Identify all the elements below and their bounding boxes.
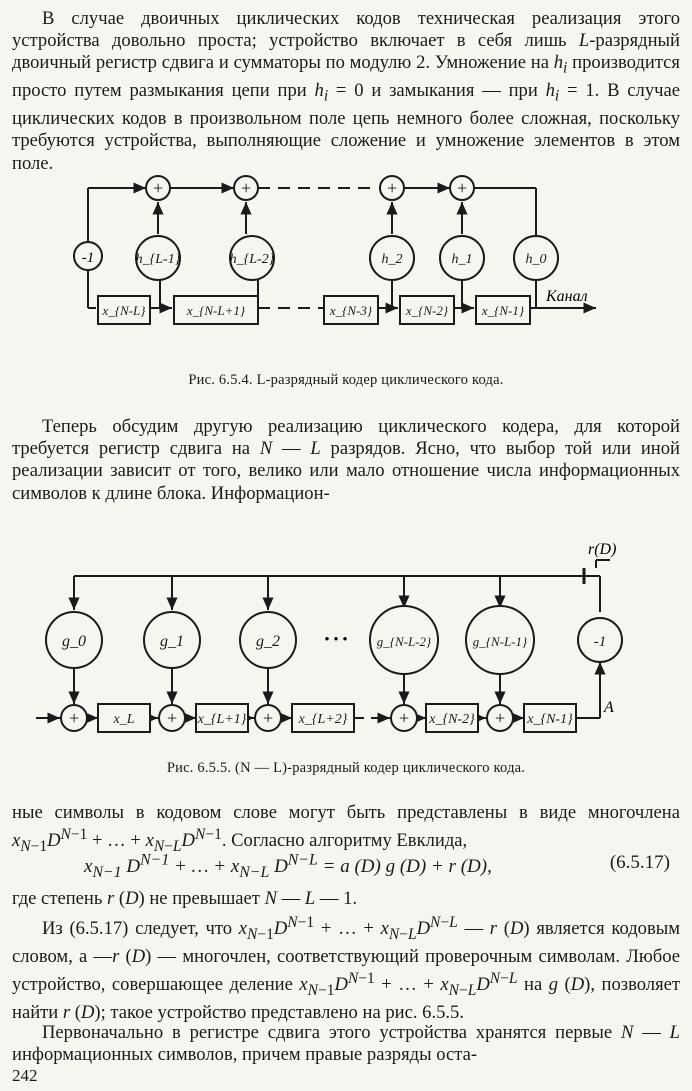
adder-gn-l-2-symbol: + <box>398 708 410 728</box>
multiplier-g-2-label: g_2 <box>256 633 280 650</box>
equation-number: (6.5.17) <box>609 852 670 873</box>
multiplier-h-l-2-label: h_{L-2} <box>230 252 275 267</box>
multiplier-h-l-1-label: h_{L-1} <box>136 252 181 267</box>
input-rd-label: r(D) <box>588 541 616 558</box>
multiplier-g-0 <box>45 611 103 669</box>
negation-node <box>73 241 103 271</box>
multiplier-g-n-l-2 <box>369 605 439 675</box>
register-x-l-1-label: x_{L+1} <box>197 712 247 727</box>
adder-2-symbol: + <box>240 178 252 198</box>
adder-g0 <box>60 704 88 732</box>
register-x-l-2-label: x_{L+2} <box>298 712 348 727</box>
adder-gn-l-2 <box>390 704 418 732</box>
figure-6-5-4-diagram: + + + + -1 h_{L-1} h_{L-2} h_2 h_1 h_0 x… <box>73 175 596 325</box>
adder-1 <box>145 175 171 201</box>
register-x-n-l-1-label: x_{N-L+1} <box>186 303 246 318</box>
multiplier-g-0-label: g_0 <box>62 633 86 650</box>
multiplier-h-1-label: h_1 <box>452 252 473 267</box>
multiplier-g-1 <box>143 611 201 669</box>
register-x-n-l-1 <box>173 295 259 325</box>
adder-1-symbol: + <box>152 178 164 198</box>
paragraph-2: Теперь обсудим другую реализацию цикличе… <box>12 416 681 504</box>
adder-g2-symbol: + <box>262 708 274 728</box>
register-x-n-2-b-label: x_{N-2} <box>428 712 475 727</box>
multiplier-h-1 <box>439 235 485 281</box>
negation-node-2 <box>577 617 623 663</box>
multiplier-h-2-label: h_2 <box>382 252 403 267</box>
multiplier-h-0 <box>513 235 559 281</box>
register-x-n-l <box>97 295 151 325</box>
negation-label-2: -1 <box>594 634 607 650</box>
multiplier-g-n-l-1 <box>465 605 535 675</box>
paragraph-1: В случае двоичных циклических кодов техн… <box>12 8 680 174</box>
adder-gn-l-1 <box>486 704 514 732</box>
register-x-n-2 <box>399 295 455 325</box>
paragraph-3: ные символы в кодовом слове могут быть п… <box>12 802 680 856</box>
register-x-n-1 <box>475 295 531 325</box>
register-x-n-1-b-label: x_{N-1} <box>526 712 573 727</box>
register-x-l-2 <box>291 703 355 733</box>
register-x-l-1 <box>195 703 249 733</box>
multiplier-h-l-1 <box>135 235 181 281</box>
adder-3-symbol: + <box>386 178 398 198</box>
multiplier-h-0-label: h_0 <box>526 252 547 267</box>
adder-g1 <box>158 704 186 732</box>
adder-4 <box>449 175 475 201</box>
multiplier-h-l-2 <box>229 235 275 281</box>
multiplier-g-1-label: g_1 <box>160 633 184 650</box>
register-x-n-3-label: x_{N-3} <box>329 303 373 318</box>
adder-g1-symbol: + <box>166 708 178 728</box>
multiplier-h-2 <box>369 235 415 281</box>
equation-6-5-17: xN−1 DN−1 + … + xN−L DN−L = a (D) g (D) … <box>84 852 678 882</box>
register-x-n-2-label: x_{N-2} <box>405 303 449 318</box>
register-x-n-1-b <box>523 703 577 733</box>
negation-label: -1 <box>82 250 95 266</box>
paragraph-5: Из (6.5.17) следует, что xN−1DN−1 + … + … <box>12 914 681 1024</box>
figure-6-5-5-caption: Рис. 6.5.5. (N — L)-разрядный кодер цикл… <box>166 760 526 776</box>
channel-output-label: Канал <box>545 288 588 305</box>
adder-gn-l-1-symbol: + <box>494 708 506 728</box>
register-x-n-2-b <box>425 703 479 733</box>
adder-g0-symbol: + <box>68 708 80 728</box>
register-x-l-label: x_L <box>113 712 135 727</box>
page-number: 242 <box>12 1066 38 1085</box>
register-x-n-3 <box>323 295 379 325</box>
ellipsis: • • • <box>324 632 347 648</box>
figure-6-5-4-caption: Рис. 6.5.4. L-разрядный кодер циклическо… <box>188 372 504 388</box>
adder-3 <box>379 175 405 201</box>
multiplier-g-n-l-1-label: g_{N-L-1} <box>473 634 528 649</box>
multiplier-g-n-l-2-label: g_{N-L-2} <box>377 634 432 649</box>
adder-group <box>145 175 475 201</box>
figure-6-5-5-diagram: r(D) g_0 g_1 g_2 g_{N-L-2} g_{N-L-1} -1 … <box>36 541 623 733</box>
adder-4-symbol: + <box>456 178 468 198</box>
paragraph-4: где степень r (D) не превышает N — L — 1… <box>12 888 358 909</box>
multiplier-g-2 <box>239 611 297 669</box>
output-a-label: A <box>603 699 614 716</box>
register-x-n-1-label: x_{N-1} <box>481 303 525 318</box>
adder-2 <box>233 175 259 201</box>
register-x-l <box>97 703 151 733</box>
adder-g2 <box>254 704 282 732</box>
paragraph-6: Первоначально в регистре сдвига этого ус… <box>12 1022 680 1066</box>
register-x-n-l-label: x_{N-L} <box>102 303 147 318</box>
equation-body: xN−1 DN−1 + … + xN−L DN−L = a (D) g (D) … <box>84 852 492 882</box>
